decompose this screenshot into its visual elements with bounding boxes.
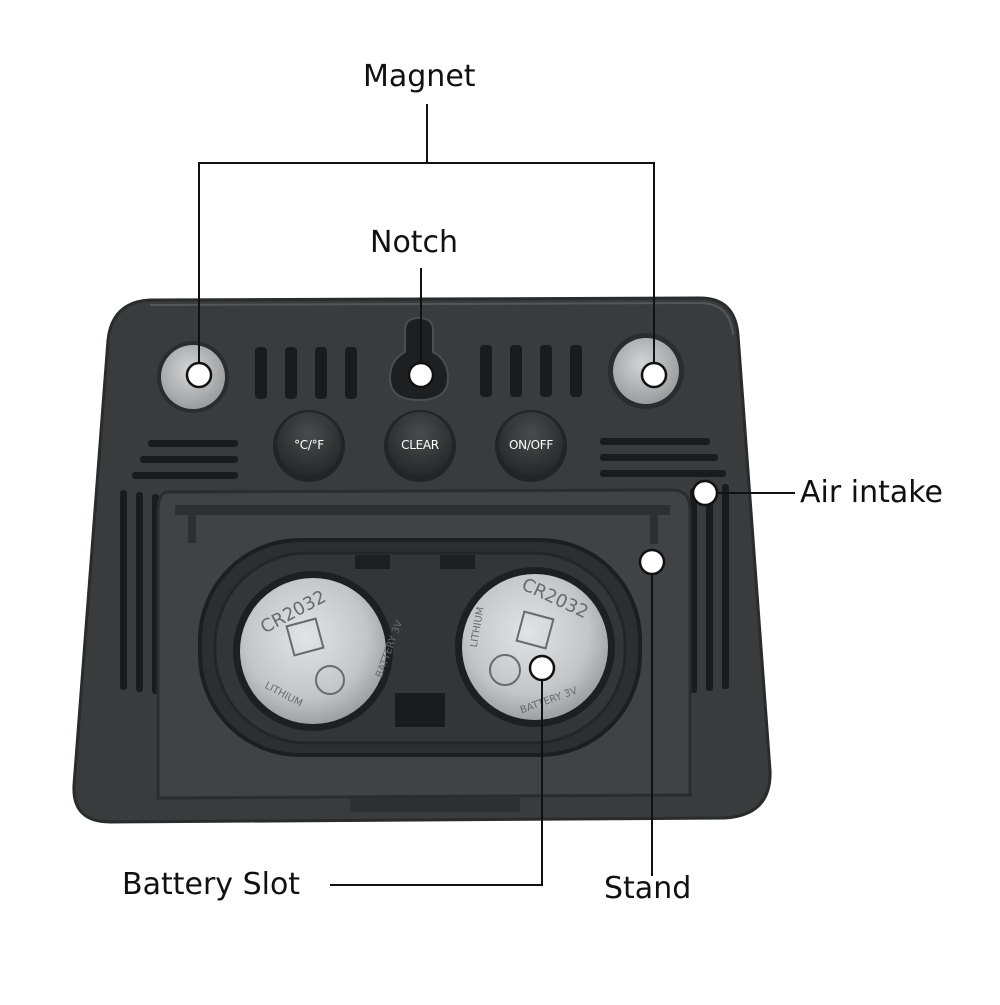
top-vents-right [480,345,582,397]
unit-toggle-label: °C/°F [294,438,324,452]
clear-label: CLEAR [401,438,439,452]
magnet-right-dot [640,361,668,389]
battery-slot-dot [528,654,556,682]
magnet-left-dot [185,361,213,389]
air-intake-label: Air intake [800,475,943,510]
marker-dots [185,361,719,682]
air-intake-dot [691,479,719,507]
stand-label: Stand [604,871,692,906]
top-vents-left [255,347,357,399]
leader-lines [198,104,795,886]
air-intake-right [600,438,729,693]
battery-right: CR2032 LITHIUM BATTERY 3V [455,567,615,727]
notch-keyhole [388,316,450,402]
power-label: ON/OFF [509,438,553,452]
notch-dot [407,361,435,389]
clear-button[interactable]: CLEAR [384,410,456,482]
magnet-label: Magnet [363,59,476,94]
battery-slot-leader [330,668,543,886]
magnet-leader-bracket [198,162,655,375]
battery-left: CR2032 LITHIUM BATTERY 3V [233,571,405,731]
power-button[interactable]: ON/OFF [495,410,567,482]
unit-toggle-button[interactable]: °C/°F [273,410,345,482]
notch-label: Notch [370,225,459,260]
device-top-highlight [149,301,734,336]
stand-dot [638,548,666,576]
battery-slot-label: Battery Slot [122,867,301,902]
